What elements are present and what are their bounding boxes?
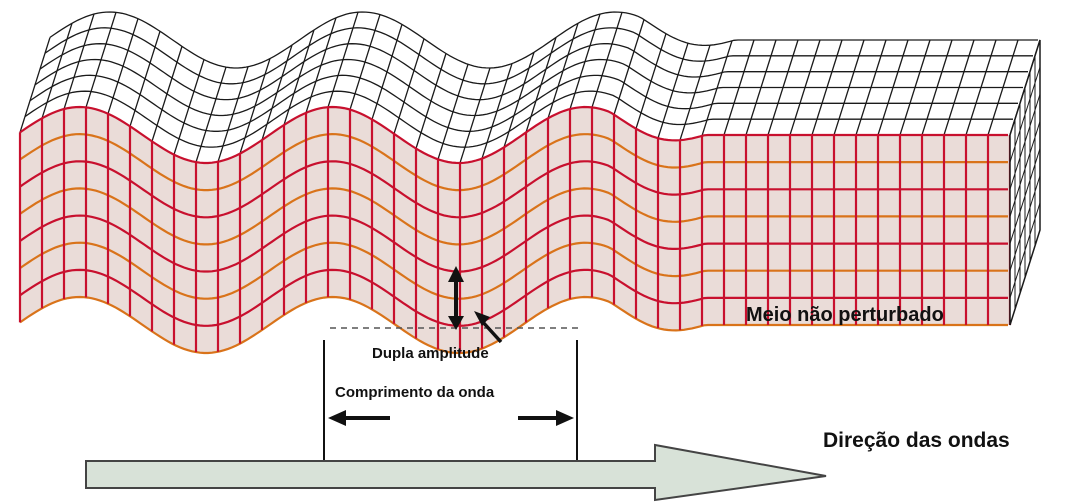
top-grid-column bbox=[811, 39, 843, 136]
top-grid-column bbox=[657, 42, 689, 139]
top-grid-column bbox=[63, 13, 95, 110]
top-grid-row bbox=[49, 11, 1038, 69]
top-grid-column bbox=[569, 13, 601, 110]
front-grid-row bbox=[19, 268, 1008, 327]
top-grid-row bbox=[24, 90, 1013, 148]
front-grid-row bbox=[19, 214, 1008, 273]
top-grid-row bbox=[34, 58, 1023, 117]
top-grid-column bbox=[151, 46, 183, 142]
top-grid-column bbox=[899, 39, 931, 136]
top-grid-column bbox=[371, 24, 403, 120]
top-grid-column bbox=[85, 12, 117, 108]
top-grid-column bbox=[19, 37, 51, 133]
undisturbed-medium-label: Meio não perturbado bbox=[746, 304, 944, 326]
top-grid-column bbox=[723, 39, 755, 136]
top-grid-column bbox=[767, 39, 799, 136]
top-grid-column bbox=[833, 39, 865, 136]
top-grid-row bbox=[44, 27, 1033, 85]
wave-direction-arrow bbox=[85, 443, 827, 502]
wavelength-label: Comprimento da onda bbox=[335, 384, 495, 401]
top-grid-column bbox=[415, 53, 447, 149]
top-grid-column bbox=[283, 29, 315, 126]
front-face-fill bbox=[20, 107, 1010, 353]
annotations: Meio não perturbado Dupla amplitude Comp… bbox=[85, 266, 1010, 502]
amplitude-pointer-line bbox=[479, 318, 503, 344]
front-grid-row bbox=[19, 132, 1008, 192]
top-grid-column bbox=[877, 39, 909, 136]
top-grid-column bbox=[459, 67, 491, 164]
front-grid-row bbox=[19, 295, 1008, 355]
top-grid-column bbox=[129, 31, 161, 127]
top-grid-column bbox=[547, 23, 579, 119]
front-grid-row bbox=[19, 160, 1008, 219]
top-grid-column bbox=[481, 63, 513, 159]
wavelength-right-arrowhead bbox=[556, 410, 574, 426]
top-grid-column bbox=[745, 39, 777, 136]
top-surface-grid bbox=[19, 11, 1041, 164]
top-grid-column bbox=[327, 11, 359, 108]
top-grid-column bbox=[525, 37, 557, 133]
top-grid-column bbox=[261, 44, 293, 141]
top-grid-column bbox=[855, 39, 887, 136]
top-grid-column bbox=[965, 39, 997, 136]
top-grid-column bbox=[679, 44, 711, 141]
top-grid-column bbox=[217, 66, 249, 162]
top-grid-row bbox=[29, 74, 1018, 132]
top-grid-column bbox=[943, 39, 975, 136]
top-grid-column bbox=[305, 17, 337, 114]
double-amplitude-arrowhead-down bbox=[448, 316, 464, 330]
wavelength-left-arrowhead bbox=[328, 410, 346, 426]
top-grid-column bbox=[613, 19, 645, 115]
top-grid-column bbox=[173, 59, 205, 155]
top-grid-column bbox=[503, 52, 535, 148]
top-grid-column bbox=[393, 38, 425, 134]
top-grid-column bbox=[789, 39, 821, 136]
top-grid-column bbox=[349, 14, 381, 110]
side-face-grid bbox=[1009, 39, 1041, 326]
amplitude-pointer-arrowhead bbox=[474, 311, 490, 326]
top-grid-column bbox=[195, 66, 227, 163]
double-amplitude-arrowhead-up bbox=[448, 266, 464, 282]
top-grid-column bbox=[107, 18, 139, 114]
double-amplitude-label: Dupla amplitude bbox=[372, 345, 489, 362]
front-grid-row bbox=[19, 241, 1008, 300]
front-grid-row bbox=[19, 187, 1008, 246]
top-grid-column bbox=[41, 23, 73, 119]
top-grid-column bbox=[921, 39, 953, 136]
top-grid-column bbox=[987, 39, 1019, 136]
top-grid-column bbox=[239, 58, 271, 154]
top-grid-row bbox=[39, 43, 1028, 101]
top-grid-column bbox=[701, 40, 733, 137]
top-grid-column bbox=[437, 64, 469, 160]
front-grid-row bbox=[19, 105, 1008, 165]
wave-direction-label: Direção das ondas bbox=[823, 429, 1010, 452]
top-grid-column bbox=[591, 12, 623, 108]
top-grid-column bbox=[635, 33, 667, 129]
